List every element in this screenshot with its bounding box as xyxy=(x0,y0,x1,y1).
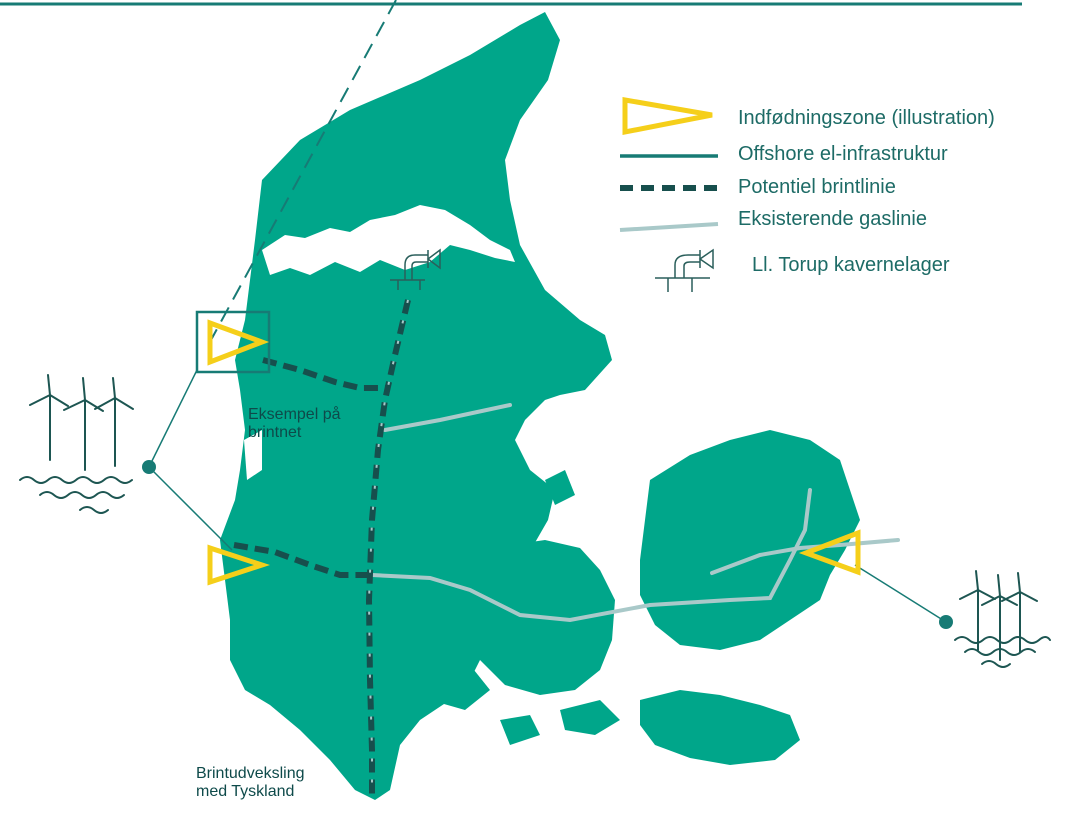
legend-storage-icon xyxy=(655,248,714,292)
east-fjord-1 xyxy=(525,410,590,428)
lolland-falster-landmass xyxy=(640,690,800,765)
limfjord-water xyxy=(262,205,515,275)
legend-label-hydrogen: Potentiel brintlinie xyxy=(738,176,896,198)
legend-label-zone: Indfødningszone (illustration) xyxy=(738,107,995,129)
offshore-el-lines xyxy=(148,0,947,623)
exchange-label-line2: med Tyskland xyxy=(196,783,295,801)
legend-label-gas: Eksisterende gaslinie xyxy=(738,208,927,230)
jutland-landmass xyxy=(220,12,612,800)
legend-symbols xyxy=(619,97,719,292)
potential-hydrogen-lines xyxy=(233,299,411,800)
example-label-line2: brintnet xyxy=(248,424,302,442)
south-island-2 xyxy=(560,700,620,735)
cavern-storage-icon xyxy=(390,248,441,290)
example-network-label: Eksempel på brintnet xyxy=(248,406,341,443)
feed-in-zone-north xyxy=(207,319,270,366)
south-island-3 xyxy=(500,715,540,745)
example-focus-frame xyxy=(195,310,271,374)
legend-label-storage: Ll. Torup kavernelager xyxy=(752,254,950,276)
zealand-landmass xyxy=(640,430,860,650)
legend-zone-symbol xyxy=(622,97,713,136)
wind-farm-east-icon xyxy=(954,570,1051,668)
exchange-label-line1: Brintudveksling xyxy=(196,765,305,782)
east-connection-node xyxy=(939,615,953,629)
feed-in-zone-south xyxy=(207,544,271,586)
exchange-germany-label: Brintudveksling med Tyskland xyxy=(196,765,305,802)
wind-farm-west-icon xyxy=(19,374,134,514)
legend-gas-symbol xyxy=(619,222,719,232)
samso-island xyxy=(545,470,575,505)
west-connection-node xyxy=(142,460,156,474)
example-label-line1: Eksempel på xyxy=(248,406,341,423)
feed-in-zone-east xyxy=(798,529,861,576)
south-island-1 xyxy=(430,665,490,710)
feed-in-zones xyxy=(207,319,861,586)
west-lagoon xyxy=(244,430,262,480)
legend-label-offshore: Offshore el-infrastruktur xyxy=(738,143,948,165)
